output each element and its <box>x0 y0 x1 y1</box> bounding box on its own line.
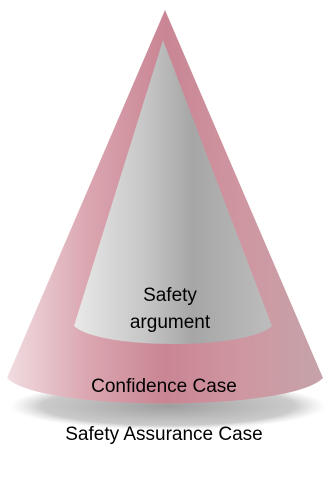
inner-cone-label-line1: Safety <box>143 285 197 306</box>
outer-cone-label: Confidence Case <box>91 376 237 397</box>
diagram-caption: Safety Assurance Case <box>0 424 328 446</box>
inner-cone-label-line2: argument <box>130 312 211 333</box>
